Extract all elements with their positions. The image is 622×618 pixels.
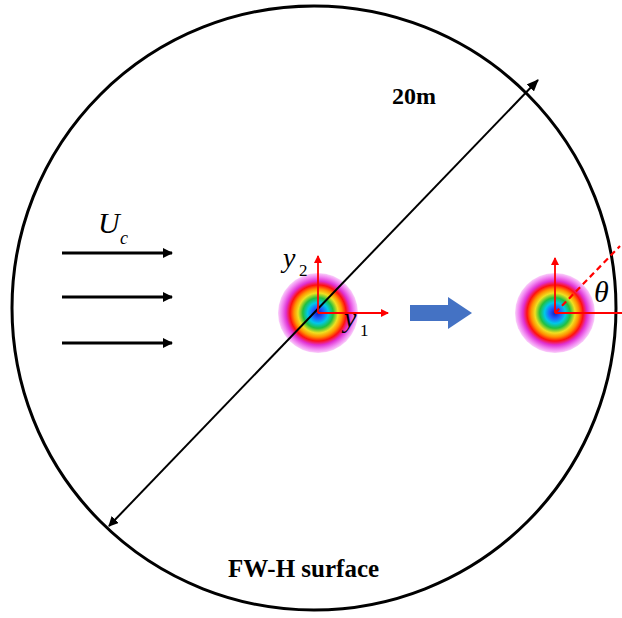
axis-label: y bbox=[283, 244, 295, 272]
fwh-circle bbox=[12, 6, 616, 610]
diameter-line bbox=[109, 80, 538, 526]
subscript: c bbox=[120, 229, 128, 247]
axis-label: y bbox=[344, 304, 356, 332]
subscript: 2 bbox=[299, 262, 308, 279]
flow-arrows bbox=[62, 253, 172, 343]
move-arrow bbox=[410, 297, 472, 329]
dimension: 20m bbox=[392, 84, 436, 108]
subscript: 1 bbox=[360, 322, 369, 339]
velocity-symbol: U bbox=[98, 208, 120, 238]
axes bbox=[555, 246, 622, 313]
surface-label: FW-H surface bbox=[228, 556, 379, 581]
angle-label: θ bbox=[594, 277, 609, 307]
